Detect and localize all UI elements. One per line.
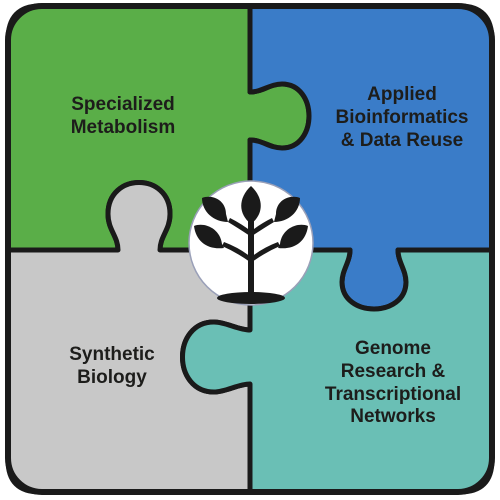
label-line: & Data Reuse bbox=[340, 129, 464, 151]
label-genome-research: Genome Research & Transcriptional Networ… bbox=[298, 338, 488, 429]
label-line: Metabolism bbox=[70, 116, 176, 138]
plant-sprout-icon bbox=[194, 186, 308, 304]
label-applied-bioinformatics: Applied Bioinformatics & Data Reuse bbox=[314, 84, 490, 152]
label-line: Synthetic bbox=[69, 344, 155, 365]
puzzle-outer-border bbox=[5, 3, 495, 495]
label-line: Transcriptional bbox=[324, 383, 462, 405]
label-line: Genome bbox=[354, 338, 432, 359]
label-line: Networks bbox=[350, 406, 436, 428]
label-line: Applied bbox=[367, 84, 437, 105]
label-line: Specialized bbox=[71, 94, 175, 115]
label-specialized-metabolism: Specialized Metabolism bbox=[40, 94, 206, 140]
label-synthetic-biology: Synthetic Biology bbox=[38, 344, 186, 390]
label-line: Biology bbox=[77, 366, 147, 388]
label-line: Research & bbox=[340, 360, 446, 382]
label-line: Bioinformatics bbox=[335, 106, 469, 128]
